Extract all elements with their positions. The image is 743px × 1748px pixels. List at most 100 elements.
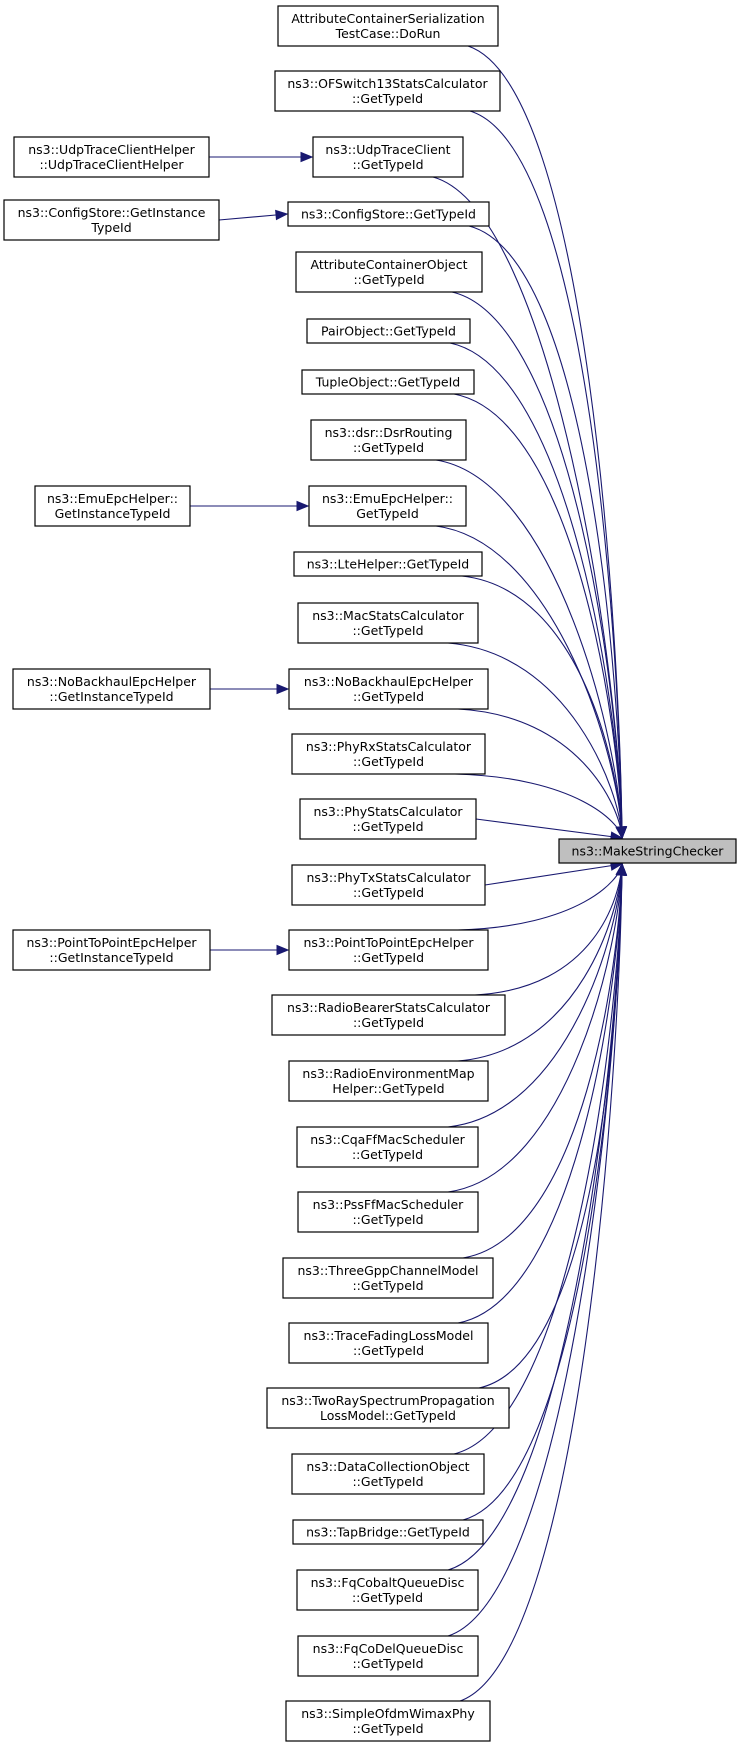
node-label-line: GetInstanceTypeId (55, 506, 171, 521)
caller-node-ns3-radioenvironmentmaphelper-gettypeid[interactable]: ns3::RadioEnvironmentMapHelper::GetTypeI… (288, 1060, 489, 1102)
caller-node-tupleobject-gettypeid[interactable]: TupleObject::GetTypeId (301, 369, 475, 395)
edge-line (451, 291, 623, 839)
caller-node-pairobject-gettypeid[interactable]: PairObject::GetTypeId (306, 318, 471, 344)
edge-line (457, 863, 623, 1324)
caller-node-ns3-ofswitch13statscalculator-gettypeid[interactable]: ns3::OFSwitch13StatsCalculator::GetTypeI… (274, 70, 501, 112)
caller-node-ns3-nobackhaulepchelper-getinstancetypeid[interactable]: ns3::NoBackhaulEpcHelper::GetInstanceTyp… (12, 668, 211, 710)
node-label-line: ns3::TraceFadingLossModel (304, 1328, 474, 1343)
node-label-line: ::GetTypeId (353, 1015, 424, 1030)
node-label-line: ns3::UdpTraceClientHelper (28, 142, 195, 157)
node-label-line: ::GetTypeId (352, 623, 423, 638)
edge-n13-to-target (454, 773, 626, 840)
edge-n28-to-target (459, 862, 628, 1702)
node-label-line: ::GetTypeId (352, 819, 423, 834)
caller-node-attributecontainerobject-gettypeid[interactable]: AttributeContainerObject::GetTypeId (295, 251, 483, 293)
node-label-line: PairObject::GetTypeId (321, 324, 456, 339)
caller-node-ns3-configstore-getinstancetypeid[interactable]: ns3::ConfigStore::GetInstanceTypeId (3, 199, 220, 241)
caller-node-ns3-emuepchelper-getinstancetypeid[interactable]: ns3::EmuEpcHelper::GetInstanceTypeId (34, 485, 191, 527)
edge-line (469, 110, 623, 839)
caller-node-ns3-pointtopointepchelper-getinstancetypeid[interactable]: ns3::PointToPointEpcHelper::GetInstanceT… (12, 929, 211, 971)
node-label-line: ::UdpTraceClientHelper (39, 157, 184, 172)
target-node-ns3-makestringchecker[interactable]: ns3::MakeStringChecker (558, 838, 737, 864)
node-box (292, 1519, 484, 1545)
node-label-line: ns3::PssFfMacScheduler (313, 1197, 465, 1212)
edge-arrowhead (300, 151, 314, 163)
caller-node-ns3-fqcodelqueuedisc-gettypeid[interactable]: ns3::FqCoDelQueueDisc::GetTypeId (297, 1635, 479, 1677)
edge-arrowhead (275, 209, 289, 221)
caller-node-ns3-macstatscalculator-gettypeid[interactable]: ns3::MacStatsCalculator::GetTypeId (297, 602, 479, 644)
caller-node-ns3-threegppchannelmodel-gettypeid[interactable]: ns3::ThreeGppChannelModel::GetTypeId (282, 1257, 494, 1299)
node-label-line: ns3::PointToPointEpcHelper (303, 935, 474, 950)
edge-line (474, 863, 623, 996)
node-label-line: ::GetTypeId (352, 1721, 423, 1736)
node-box (310, 419, 467, 461)
caller-node-ns3-phytxstatscalculator-gettypeid[interactable]: ns3::PhyTxStatsCalculator::GetTypeId (291, 864, 486, 906)
node-label-line: ns3::FqCoDelQueueDisc (313, 1641, 464, 1656)
node-label-line: ::GetTypeId (352, 91, 423, 106)
edge-line (447, 863, 623, 1128)
caller-node-ns3-tworayspectrumpropagationlossmodel-gettypeid[interactable]: ns3::TwoRaySpectrumPropagationLossModel:… (266, 1387, 510, 1429)
caller-node-ns3-udptraceclienthelper-udptraceclienthelper[interactable]: ns3::UdpTraceClientHelper::UdpTraceClien… (13, 136, 210, 178)
node-label-line: ::GetTypeId (352, 1147, 423, 1162)
edge-n15-to-target (484, 860, 624, 886)
node-box (288, 668, 489, 710)
caller-node-ns3-tapbridge-gettypeid[interactable]: ns3::TapBridge::GetTypeId (292, 1519, 484, 1545)
node-box (308, 485, 467, 527)
node-label-line: ns3::SimpleOfdmWimaxPhy (301, 1706, 475, 1721)
caller-node-ns3-phyrxstatscalculator-gettypeid[interactable]: ns3::PhyRxStatsCalculator::GetTypeId (291, 733, 486, 775)
node-label-line: ::GetTypeId (352, 1278, 423, 1293)
edge-s5-to-n16 (210, 944, 290, 956)
node-box (291, 733, 486, 775)
caller-node-ns3-pointtopointepchelper-gettypeid[interactable]: ns3::PointToPointEpcHelper::GetTypeId (288, 929, 489, 971)
node-box (293, 551, 483, 577)
edge-n2-to-target (469, 110, 628, 840)
node-label-line: ::GetTypeId (353, 272, 424, 287)
caller-node-ns3-pssffmacscheduler-gettypeid[interactable]: ns3::PssFfMacScheduler::GetTypeId (297, 1191, 479, 1233)
edge-arrowhead (615, 825, 626, 840)
edge-line (447, 863, 623, 1571)
caller-node-ns3-fqcobaltqueuedisc-gettypeid[interactable]: ns3::FqCobaltQueueDisc::GetTypeId (296, 1569, 479, 1611)
edge-line (454, 773, 623, 839)
edge-s3-to-n9 (190, 500, 310, 512)
caller-node-ns3-cqaffmacscheduler-gettypeid[interactable]: ns3::CqaFfMacScheduler::GetTypeId (296, 1126, 479, 1168)
node-label-line: TypeId (90, 220, 131, 235)
nodes-layer: ns3::MakeStringChecker AttributeContainer… (3, 5, 737, 1742)
node-label-line: ::GetInstanceTypeId (49, 689, 173, 704)
edge-s2-to-n4 (218, 209, 289, 221)
node-box (266, 1387, 510, 1429)
caller-node-ns3-ltehelper-gettypeid[interactable]: ns3::LteHelper::GetTypeId (293, 551, 483, 577)
caller-node-ns3-radiobearerstatscalculator-gettypeid[interactable]: ns3::RadioBearerStatsCalculator::GetType… (271, 994, 506, 1036)
node-box (288, 929, 489, 971)
caller-node-ns3-phystatscalculator-gettypeid[interactable]: ns3::PhyStatsCalculator::GetTypeId (299, 798, 477, 840)
caller-node-ns3-udptraceclient-gettypeid[interactable]: ns3::UdpTraceClient::GetTypeId (312, 136, 464, 178)
caller-node-ns3-datacollectionobject-gettypeid[interactable]: ns3::DataCollectionObject::GetTypeId (291, 1453, 485, 1495)
caller-node-ns3-dsr-dsrrouting-gettypeid[interactable]: ns3::dsr::DsrRouting::GetTypeId (310, 419, 467, 461)
caller-node-ns3-tracefadinglossmodel-gettypeid[interactable]: ns3::TraceFadingLossModel::GetTypeId (288, 1322, 489, 1364)
node-box (3, 199, 220, 241)
caller-node-ns3-emuepchelper-gettypeid[interactable]: ns3::EmuEpcHelper::GetTypeId (308, 485, 467, 527)
edge-line (475, 818, 623, 839)
caller-node-ns3-configstore-gettypeid[interactable]: ns3::ConfigStore::GetTypeId (287, 201, 490, 227)
node-label-line: ::GetTypeId (353, 885, 424, 900)
node-box (558, 838, 737, 864)
caller-node-ns3-nobackhaulepchelper-gettypeid[interactable]: ns3::NoBackhaulEpcHelper::GetTypeId (288, 668, 489, 710)
node-label-line: ::GetTypeId (352, 1212, 423, 1227)
node-box (301, 369, 475, 395)
edge-n4-to-target (468, 225, 628, 840)
node-label-line: ns3::PhyStatsCalculator (313, 804, 463, 819)
node-label-line: ns3::ConfigStore::GetInstance (18, 205, 206, 220)
node-label-line: ::GetTypeId (353, 440, 424, 455)
node-label-line: LossModel::GetTypeId (320, 1408, 456, 1423)
node-box (299, 798, 477, 840)
edge-s1-to-n3 (209, 151, 314, 163)
node-box (288, 1060, 489, 1102)
node-label-line: ns3::dsr::DsrRouting (325, 425, 453, 440)
node-label-line: GetTypeId (356, 506, 419, 521)
edge-arrowhead (296, 500, 310, 512)
node-label-line: ns3::ConfigStore::GetTypeId (301, 207, 476, 222)
node-label-line: ns3::NoBackhaulEpcHelper (304, 674, 474, 689)
caller-node-ns3-simpleofdmwimaxphy-gettypeid[interactable]: ns3::SimpleOfdmWimaxPhy::GetTypeId (285, 1700, 491, 1742)
edge-line (457, 708, 623, 839)
caller-node-attributecontainerserializationtestcase-dorun[interactable]: AttributeContainerSerializationTestCase:… (277, 5, 499, 47)
node-box (288, 1322, 489, 1364)
